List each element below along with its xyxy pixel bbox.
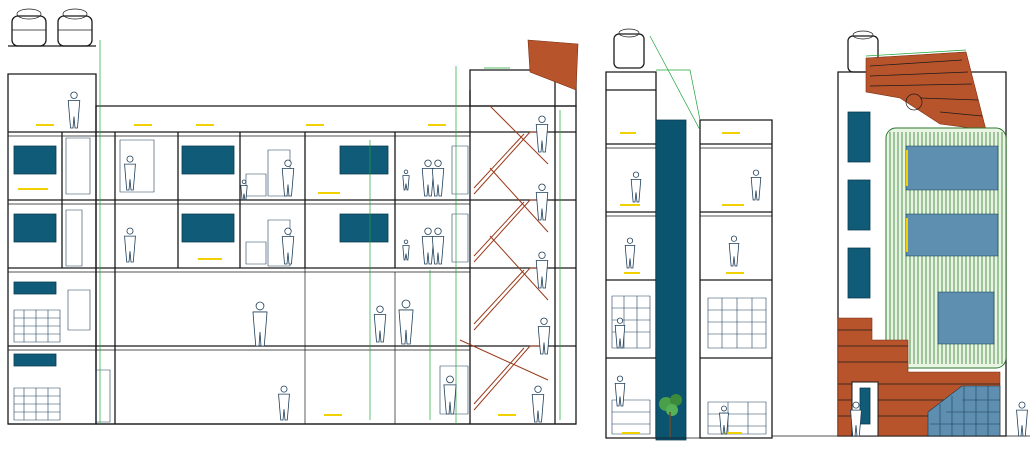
dimension-lines — [100, 40, 560, 424]
person-icon — [240, 180, 248, 201]
person-icon — [535, 252, 549, 289]
person-icon — [537, 318, 551, 355]
tile-grids — [14, 174, 266, 420]
person-icon — [124, 228, 136, 263]
person-icon — [373, 306, 387, 343]
person-icon — [281, 228, 295, 265]
person-icon — [443, 376, 457, 415]
person-icon — [614, 318, 626, 349]
louvered-facade — [886, 128, 1006, 368]
person-icon — [398, 300, 414, 345]
cross-tile-grids — [612, 296, 766, 434]
roof-lattice — [870, 60, 982, 116]
roof-brick-canopy — [866, 52, 986, 130]
room-label-tags — [18, 124, 516, 416]
person-icon — [421, 228, 435, 265]
person-icon — [750, 170, 762, 201]
cross-right-block — [700, 120, 772, 438]
water-tank-icon — [614, 29, 644, 68]
person-icon — [719, 406, 729, 435]
rooftop-emblem — [906, 94, 922, 110]
person-icon — [421, 160, 435, 197]
person-icon — [614, 376, 626, 407]
glass-block-grid — [930, 386, 1000, 436]
floor-slabs — [8, 132, 576, 424]
person-icon — [630, 172, 642, 203]
person-icon — [535, 116, 549, 153]
stair-icon — [460, 106, 548, 410]
person-icon — [728, 236, 740, 267]
left-block-frame — [8, 74, 96, 424]
person-icon — [281, 160, 295, 197]
person-icon — [531, 386, 545, 423]
tree-icon — [659, 394, 682, 438]
person-icon — [402, 240, 410, 261]
person-icon — [535, 184, 549, 221]
water-tank-icon — [12, 9, 46, 46]
cross-atrium-void — [656, 120, 686, 440]
person-icon — [402, 170, 410, 191]
person-icon — [850, 402, 862, 437]
front-elevation — [772, 31, 1030, 436]
person-icon — [624, 238, 636, 269]
cross-label-tags — [620, 132, 744, 434]
person-icon — [124, 156, 136, 191]
brick-parapet — [528, 40, 578, 90]
person-icon — [67, 92, 81, 129]
interior-walls — [62, 70, 555, 424]
person-icon — [1016, 402, 1028, 437]
water-tank-icon — [58, 9, 92, 46]
longitudinal-section — [8, 9, 578, 424]
cross-slabs — [606, 90, 772, 358]
section-windows — [14, 146, 388, 366]
entrance-door-glass — [860, 388, 870, 424]
cross-section — [606, 29, 772, 440]
person-icon — [431, 160, 445, 197]
person-icon — [278, 386, 290, 421]
elevation-side-windows — [848, 112, 870, 298]
person-icon — [252, 302, 268, 347]
person-icon — [431, 228, 445, 265]
